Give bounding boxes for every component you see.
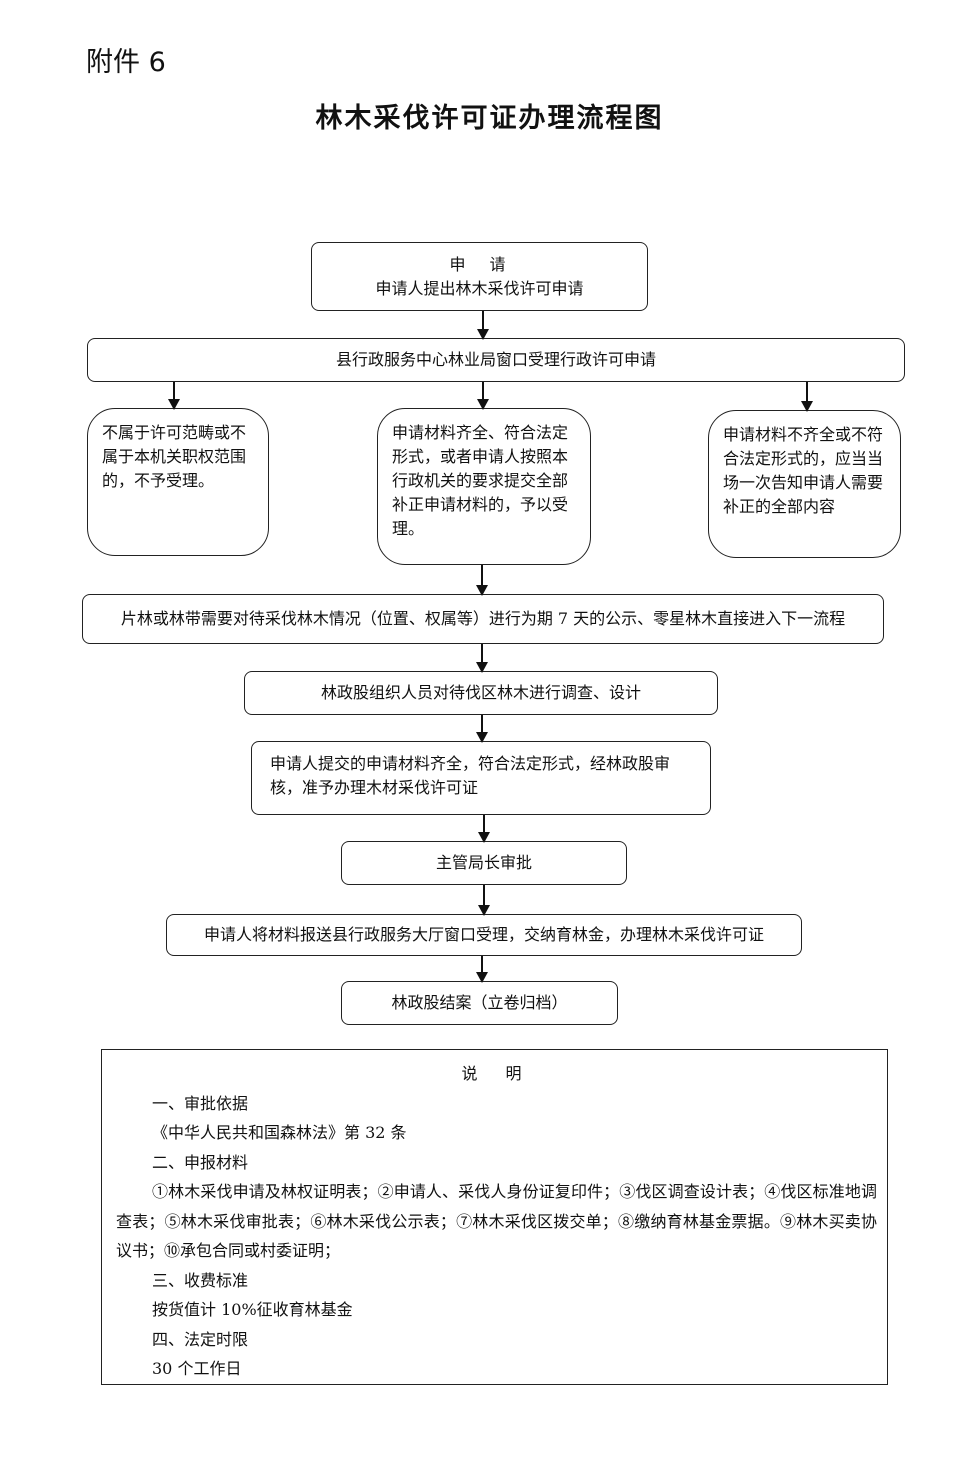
issue-text: 申请人将材料报送县行政服务大厅窗口受理，交纳育林金，办理林木采伐许可证 xyxy=(203,925,764,944)
arrow-accepted-to-publicity xyxy=(476,565,488,596)
accepted-box: 申请材料齐全、符合法定形式，或者申请人按照本行政机关的要求提交全部补正申请材料的… xyxy=(377,408,591,565)
accept-box: 县行政服务中心林业局窗口受理行政许可申请 xyxy=(87,338,905,382)
survey-text: 林政股组织人员对待伐区林木进行调查、设计 xyxy=(320,683,641,702)
apply-box: 申 请 申请人提出林木采伐许可申请 xyxy=(311,242,648,311)
notes-s3-text: 按货值计 10%征收育林基金 xyxy=(152,1300,353,1319)
arrow-accept-to-incomplete xyxy=(801,382,813,412)
notes-s2-text: ①林木采伐申请及林权证明表；②申请人、采伐人身份证复印件；③伐区调查设计表；④伐… xyxy=(116,1182,877,1260)
reject-box: 不属于许可范畴或不属于本机关职权范围的，不予受理。 xyxy=(87,408,269,556)
notes-s1-heading: 一、审批依据 xyxy=(152,1093,249,1113)
notes-s4-heading: 四、法定时限 xyxy=(152,1329,249,1349)
close-text: 林政股结案（立卷归档） xyxy=(391,993,568,1012)
publicity-text: 片林或林带需要对待采伐林木情况（位置、权属等）进行为期 7 天的公示、零星林木直… xyxy=(120,609,846,628)
arrow-survey-to-review xyxy=(476,715,488,743)
notes-s2-heading: 二、申报材料 xyxy=(152,1152,249,1172)
arrow-apply-to-accept xyxy=(477,311,489,340)
close-box: 林政股结案（立卷归档） xyxy=(341,981,618,1025)
arrow-accept-to-accepted xyxy=(477,382,489,410)
apply-text: 申请人提出林木采伐许可申请 xyxy=(375,278,584,298)
accept-text: 县行政服务中心林业局窗口受理行政许可申请 xyxy=(335,350,656,369)
reject-text: 不属于许可范畴或不属于本机关职权范围的，不予受理。 xyxy=(102,423,247,490)
attachment-label: 附件 6 xyxy=(86,47,166,78)
arrow-accept-to-reject xyxy=(168,382,180,410)
notes-s3-heading: 三、收费标准 xyxy=(152,1270,249,1290)
accepted-text: 申请材料齐全、符合法定形式，或者申请人按照本行政机关的要求提交全部补正申请材料的… xyxy=(392,423,569,538)
apply-title: 申 请 xyxy=(449,254,510,274)
arrow-issue-to-close xyxy=(476,956,488,983)
incomplete-box: 申请材料不齐全或不符合法定形式的，应当当场一次告知申请人需要补正的全部内容 xyxy=(708,410,901,558)
arrow-approve-to-issue xyxy=(478,885,490,916)
review-text: 申请人提交的申请材料齐全，符合法定形式，经林政股审核，准予办理木材采伐许可证 xyxy=(270,754,671,797)
arrow-publicity-to-survey xyxy=(476,644,488,673)
approve-box: 主管局长审批 xyxy=(341,841,627,885)
publicity-box: 片林或林带需要对待采伐林木情况（位置、权属等）进行为期 7 天的公示、零星林木直… xyxy=(82,594,884,644)
notes-s1-text: 《中华人民共和国森林法》第 32 条 xyxy=(152,1123,407,1142)
notes-title: 说 明 xyxy=(461,1064,528,1083)
notes-s4-text: 30 个工作日 xyxy=(152,1359,242,1378)
review-box: 申请人提交的申请材料齐全，符合法定形式，经林政股审核，准予办理木材采伐许可证 xyxy=(251,741,711,815)
approve-text: 主管局长审批 xyxy=(435,853,532,872)
notes-box: 说 明 一、审批依据 《中华人民共和国森林法》第 32 条 二、申报材料 ①林木… xyxy=(101,1049,888,1385)
survey-box: 林政股组织人员对待伐区林木进行调查、设计 xyxy=(244,671,718,715)
incomplete-text: 申请材料不齐全或不符合法定形式的，应当当场一次告知申请人需要补正的全部内容 xyxy=(723,425,884,516)
page-title: 林木采伐许可证办理流程图 xyxy=(315,103,664,134)
arrow-review-to-approve xyxy=(478,815,490,843)
issue-box: 申请人将材料报送县行政服务大厅窗口受理，交纳育林金，办理林木采伐许可证 xyxy=(166,914,802,956)
